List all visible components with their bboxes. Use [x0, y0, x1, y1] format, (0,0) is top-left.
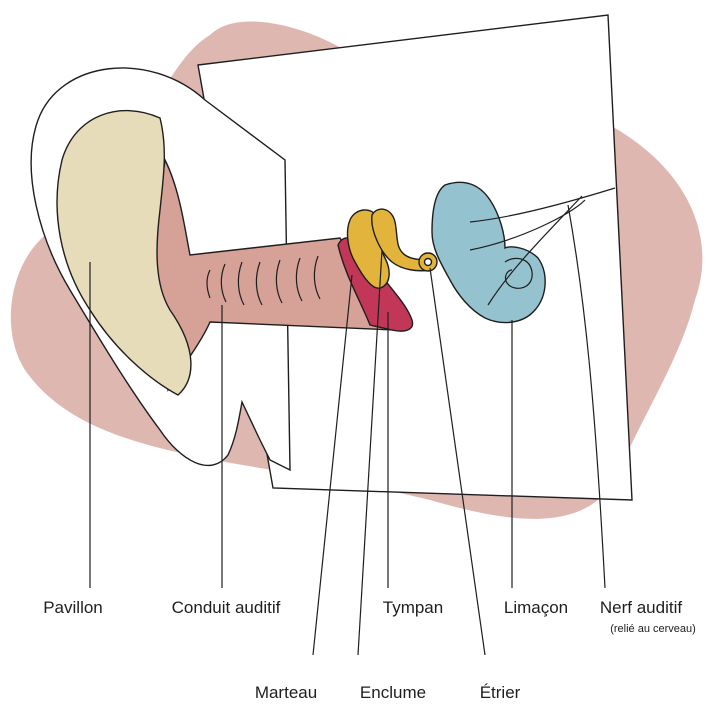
label-conduit-auditif: Conduit auditif: [172, 598, 281, 617]
label-marteau: Marteau: [255, 683, 317, 702]
label-tympan: Tympan: [383, 598, 443, 617]
label-nerf-note: (relié au cerveau): [610, 623, 696, 635]
label-nerf-auditif: Nerf auditif: [600, 598, 682, 617]
label-pavillon: Pavillon: [43, 598, 103, 617]
label-limacon: Limaçon: [504, 598, 568, 617]
stapes: [419, 253, 437, 271]
label-etrier: Étrier: [480, 683, 521, 702]
label-enclume: Enclume: [360, 683, 426, 702]
